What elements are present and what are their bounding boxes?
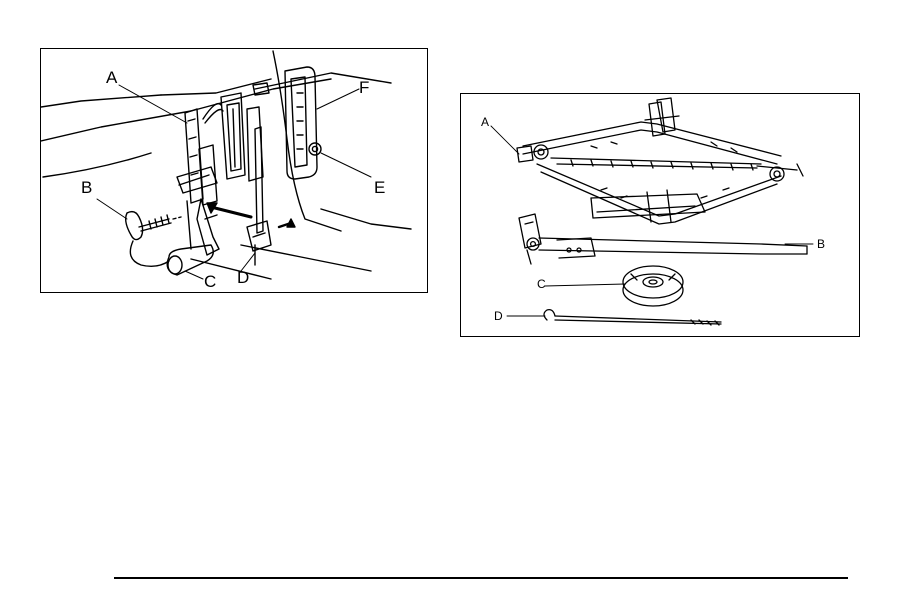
- callout-c: C: [537, 278, 546, 290]
- page-footer-rule: [114, 577, 848, 579]
- jack-tools-drawing: [461, 94, 859, 336]
- callout-e: E: [374, 179, 385, 196]
- callout-a: A: [106, 69, 117, 86]
- callout-d: D: [494, 310, 503, 322]
- callout-d: D: [237, 269, 249, 286]
- callout-b: B: [81, 179, 92, 196]
- jack-tools-illustration: A B C D: [460, 93, 860, 337]
- callout-b: B: [817, 238, 825, 250]
- callout-f: F: [359, 79, 369, 96]
- jack-stowage-illustration: A B C D E F: [40, 48, 428, 293]
- callout-c: C: [204, 273, 216, 290]
- callout-a: A: [481, 116, 489, 128]
